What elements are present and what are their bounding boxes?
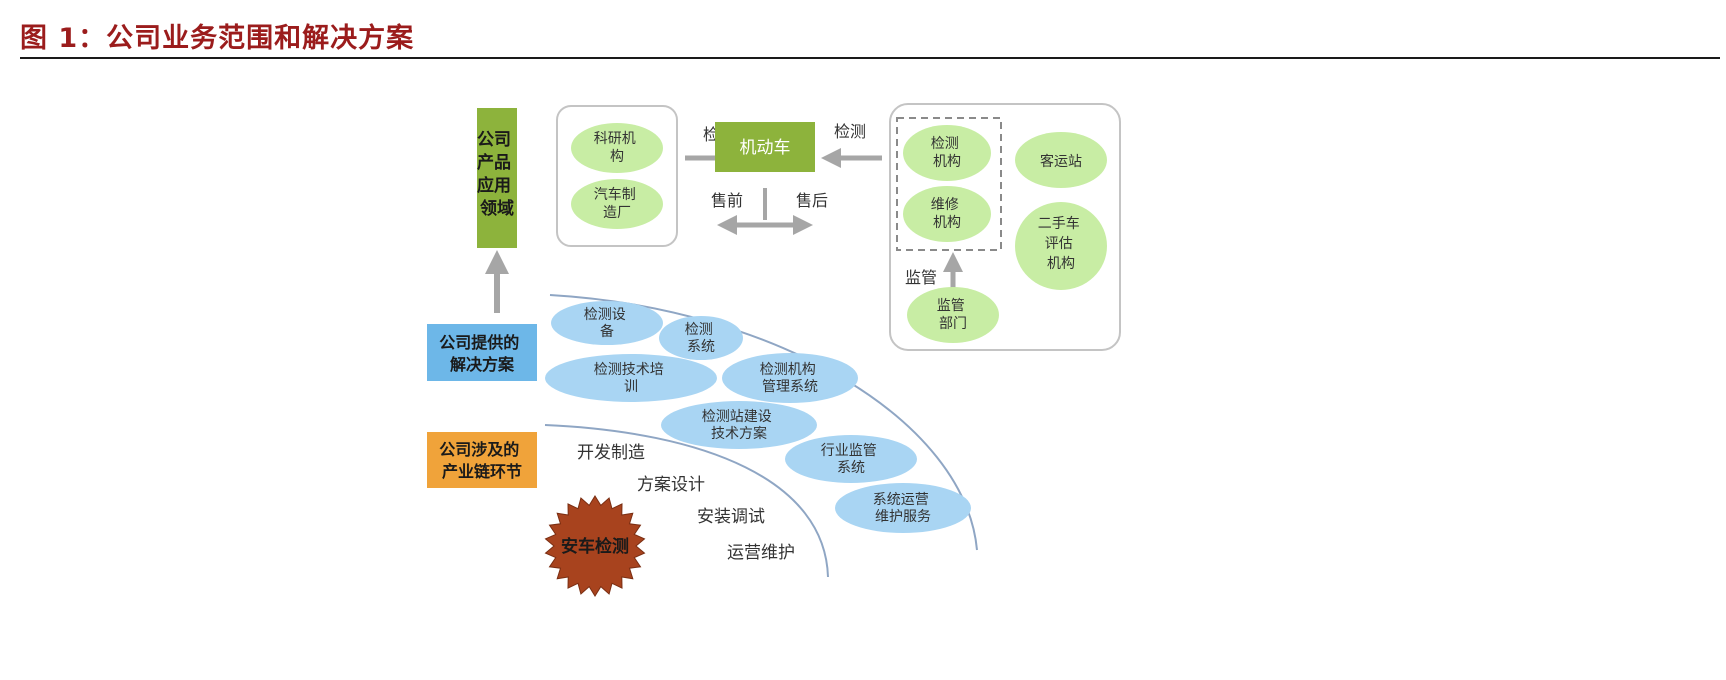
solution-agency-management xyxy=(722,353,858,403)
passenger-station-node xyxy=(1015,132,1107,188)
pre-sale-label: 售前 xyxy=(711,191,743,210)
title-divider xyxy=(20,57,1720,59)
solution-inspection-equipment-text: 检测设 备 xyxy=(584,307,630,340)
chain-inner-arc xyxy=(544,424,829,578)
research-institute-node xyxy=(571,123,663,173)
research-institute-text: 科研机 构 xyxy=(594,131,640,165)
solution-industry-supervision xyxy=(785,435,917,483)
chain-step-development: 开发制造 xyxy=(577,443,645,463)
inspection-agency-node xyxy=(903,125,991,181)
figure-title: 图 1：公司业务范围和解决方案 xyxy=(20,23,415,54)
regulator-text: 监管 部门 xyxy=(937,298,969,332)
solution-operation-maintenance-text: 系统运营 维护服务 xyxy=(873,492,933,525)
repair-agency-text: 维修 机构 xyxy=(931,197,963,231)
used-car-appraisal-text: 二手车 评估 机构 xyxy=(1038,215,1084,272)
chain-label-box xyxy=(427,432,537,488)
solution-technical-training-text: 检测技术培 训 xyxy=(594,362,668,395)
solution-inspection-equipment xyxy=(551,301,663,345)
vehicle-node xyxy=(715,122,815,172)
vehicle-text: 机动车 xyxy=(740,138,791,158)
application-domain-label: 公司 产品 应用 领域 xyxy=(477,130,517,219)
brand-badge-text: 安车检测 xyxy=(561,536,629,557)
inspection-agency-text: 检测 机构 xyxy=(931,136,963,170)
chain-label: 公司涉及的 产业链环节 xyxy=(439,440,525,481)
chain-step-installation: 安装调试 xyxy=(697,507,765,527)
solution-operation-maintenance xyxy=(835,483,971,533)
application-domain-label-box xyxy=(477,108,517,248)
solution-technical-training xyxy=(545,354,717,402)
car-manufacturer-text: 汽车制 造厂 xyxy=(594,186,640,221)
right-inspection-label: 检测 xyxy=(834,122,866,141)
solution-agency-management-text: 检测机构 管理系统 xyxy=(760,362,820,395)
solution-inspection-system-text: 检测 系统 xyxy=(685,322,717,355)
repair-agency-node xyxy=(903,186,991,242)
used-car-appraisal-node xyxy=(1015,202,1107,290)
solution-station-construction xyxy=(661,401,817,449)
solutions-label-box xyxy=(427,324,537,381)
solutions-label: 公司提供的 解决方案 xyxy=(439,333,525,374)
solution-industry-supervision-text: 行业监管 系统 xyxy=(821,443,881,476)
passenger-station-text: 客运站 xyxy=(1040,153,1082,170)
chain-step-design: 方案设计 xyxy=(637,475,705,495)
chain-step-operation: 运营维护 xyxy=(727,543,795,563)
solution-station-construction-text: 检测站建设 技术方案 xyxy=(702,409,776,442)
regulator-node xyxy=(907,287,999,343)
after-sale-label: 售后 xyxy=(796,191,828,210)
car-manufacturer-node xyxy=(571,179,663,229)
inspection-maintenance-subgroup xyxy=(896,117,1002,251)
solution-inspection-system xyxy=(659,316,743,360)
brand-badge-starburst xyxy=(544,495,646,597)
supervision-label: 监管 xyxy=(905,268,937,287)
brand-badge: 安车检测 xyxy=(544,495,646,597)
